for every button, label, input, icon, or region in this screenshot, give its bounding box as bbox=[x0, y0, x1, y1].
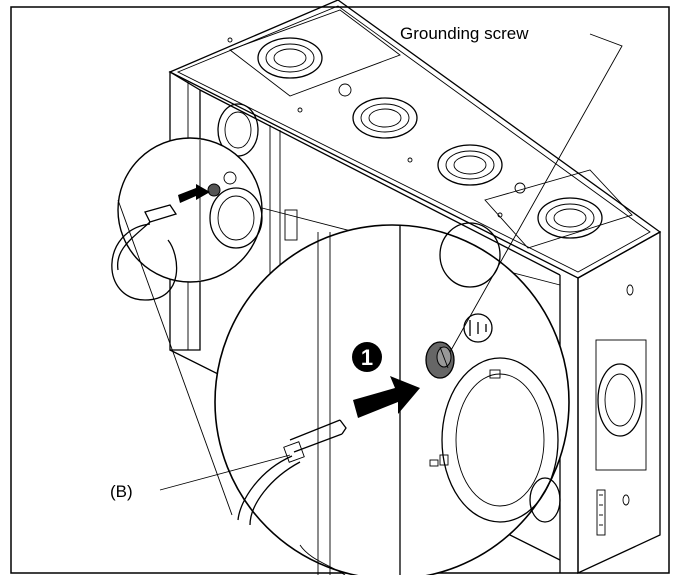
top-knockout bbox=[352, 97, 418, 139]
spade-terminal bbox=[237, 419, 347, 526]
b-label: (B) bbox=[110, 482, 133, 501]
side-knockout bbox=[595, 339, 647, 471]
magnified-detail-circle bbox=[214, 222, 570, 575]
direction-arrow-icon bbox=[353, 376, 420, 418]
top-knockout bbox=[537, 197, 603, 239]
ground-wire-loop bbox=[111, 223, 178, 301]
small-detail-circle bbox=[116, 137, 263, 283]
top-knockout bbox=[257, 37, 323, 79]
b-leader bbox=[159, 454, 291, 491]
step-badge: 1 bbox=[352, 342, 382, 372]
step-number: 1 bbox=[361, 345, 373, 370]
grounding-screw-leader bbox=[449, 33, 623, 353]
top-knockout bbox=[437, 144, 503, 186]
grounding-screw-label: Grounding screw bbox=[400, 24, 529, 43]
grounding-screw bbox=[425, 341, 455, 379]
